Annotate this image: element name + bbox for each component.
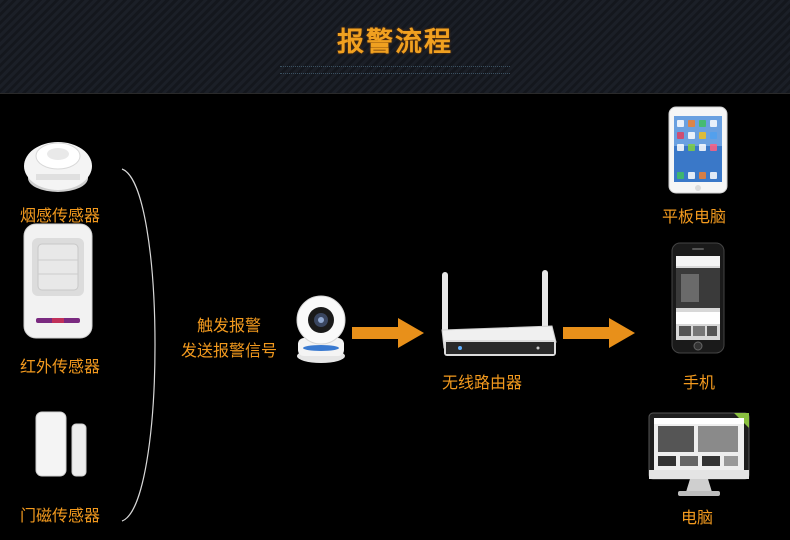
ip-camera-icon (296, 295, 346, 363)
camera-label-trigger: 触发报警 (196, 316, 261, 335)
desktop-computer-icon (648, 412, 750, 496)
endpoint-label-phone: 手机 (683, 373, 716, 392)
endpoint-label-computer: 电脑 (681, 508, 714, 527)
page-title: 报警流程 (337, 27, 453, 58)
camera-label-send: 发送报警信号 (180, 341, 277, 360)
wireless-router-icon (441, 270, 557, 356)
sensor-group-bracket (121, 168, 156, 522)
smartphone-icon (671, 242, 725, 354)
router-label: 无线路由器 (442, 373, 523, 392)
smoke-detector-icon (24, 142, 92, 192)
header-decoration (280, 66, 510, 74)
sensor-label-pir: 红外传感器 (20, 357, 101, 376)
sensor-label-door: 门磁传感器 (20, 506, 101, 525)
header-banner: 报警流程 (0, 0, 790, 94)
door-sensor-icon (35, 411, 87, 477)
sensor-label-smoke: 烟感传感器 (20, 206, 101, 225)
endpoint-label-tablet: 平板电脑 (662, 207, 727, 226)
flow-arrow-icon (352, 318, 424, 348)
tablet-icon (668, 106, 728, 194)
pir-sensor-icon (23, 223, 93, 339)
flow-arrow-icon (563, 318, 635, 348)
